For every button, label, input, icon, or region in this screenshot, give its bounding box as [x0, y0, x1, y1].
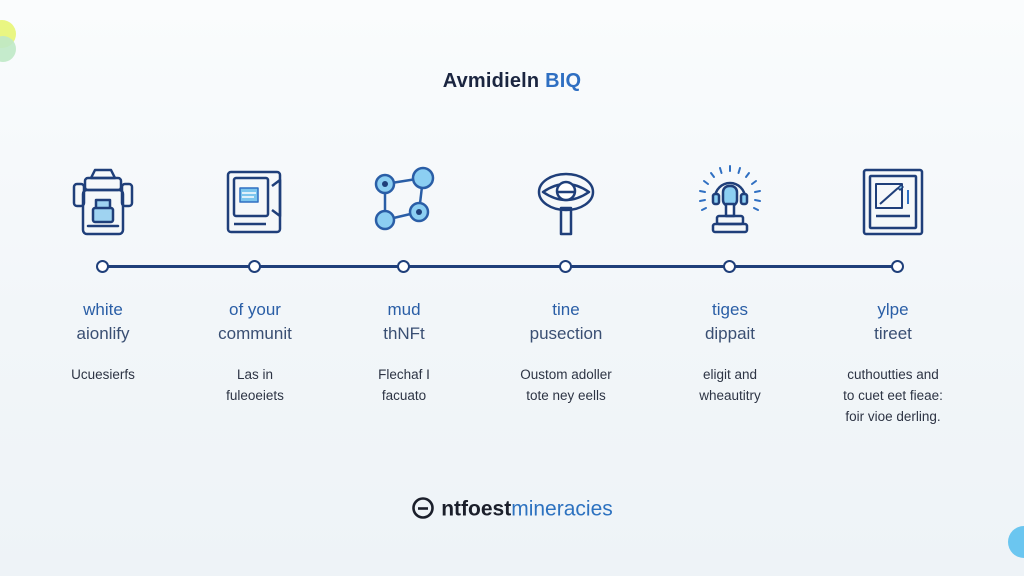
step-6-desc-line-1: cuthoutties and: [847, 367, 939, 382]
timeline-line: [103, 265, 898, 268]
step-4-desc-line-1: Oustom adoller: [520, 367, 612, 382]
document-device-icon: [218, 164, 292, 238]
step-3-label-line-1: mud: [387, 300, 421, 319]
step-2-label-line-1: of your: [229, 300, 281, 319]
step-1-desc-line-1: Ucuesierfs: [71, 367, 135, 382]
step-6-desc-line-3: foir vioe derling.: [845, 409, 941, 424]
timeline-dot-4: [559, 260, 572, 273]
page-title: Avmidieln BIQ: [0, 70, 1024, 93]
step-3-label-line-2: thNFt: [383, 324, 425, 343]
step-5-label: tiges dippait: [645, 298, 815, 346]
robot-kiosk-icon: [66, 164, 140, 238]
timeline-dot-3: [397, 260, 410, 273]
decor-blob-blue: [1008, 526, 1024, 558]
step-2-label-line-2: communit: [218, 324, 292, 343]
step-6-label-line-1: ylpe: [877, 300, 909, 319]
timeline-dot-5: [723, 260, 736, 273]
step-5-desc-line-1: eligit and: [702, 367, 758, 382]
step-4-desc: Oustom adoller tote ney eells: [481, 364, 651, 406]
timeline-dot-6: [891, 260, 904, 273]
step-3-label: mud thNFt: [319, 298, 489, 346]
footer-brand: ntfoestmineracies: [0, 497, 1024, 521]
step-6-desc: cuthoutties and to cuet eet fieae: foir …: [808, 364, 978, 427]
step-1-label-line-1: white: [83, 300, 123, 319]
step-3-desc: Flechaf I facuato: [319, 364, 489, 406]
step-2-desc: Las in fuleoeiets: [170, 364, 340, 406]
title-part-1: Avmidieln: [442, 70, 540, 92]
step-2-label: of your communit: [170, 298, 340, 346]
step-4-label-line-2: pusection: [529, 324, 603, 343]
broadcast-person-icon: [693, 164, 767, 238]
step-3-desc-line-1: Flechaf I: [378, 367, 430, 382]
network-nodes-icon: [367, 164, 441, 238]
step-1-desc: Ucuesierfs: [18, 364, 188, 385]
step-5-label-line-2: dippait: [704, 324, 756, 343]
timeline-dot-2: [248, 260, 261, 273]
step-6-desc-line-2: to cuet eet fieae:: [843, 388, 943, 403]
step-1-label-line-2: aionlify: [76, 324, 130, 343]
step-4-desc-line-2: tote ney eells: [526, 388, 606, 403]
step-2-desc-line-2: fuleoeiets: [226, 388, 284, 403]
step-6-label-line-2: tireet: [874, 324, 912, 343]
step-5-label-line-1: tiges: [712, 300, 748, 319]
footer-brand-part-2: mineracies: [511, 497, 613, 521]
step-5-desc-line-2: wheautitry: [699, 388, 761, 403]
step-1-label: white aionlify: [18, 298, 188, 346]
step-2-desc-line-1: Las in: [236, 367, 274, 382]
minus-circle-icon: [411, 496, 435, 520]
eye-signpost-icon: [529, 164, 603, 238]
timeline-dot-1: [96, 260, 109, 273]
step-6-label: ylpe tireet: [808, 298, 978, 346]
footer-brand-part-1: ntfoest: [441, 497, 512, 521]
decor-blob-green: [0, 36, 16, 62]
step-4-label: tine pusection: [481, 298, 651, 346]
edit-panel-icon: [856, 164, 930, 238]
step-3-desc-line-2: facuato: [381, 388, 427, 403]
step-4-label-line-1: tine: [552, 300, 580, 319]
title-part-2: BIQ: [545, 70, 582, 92]
step-5-desc: eligit and wheautitry: [645, 364, 815, 406]
